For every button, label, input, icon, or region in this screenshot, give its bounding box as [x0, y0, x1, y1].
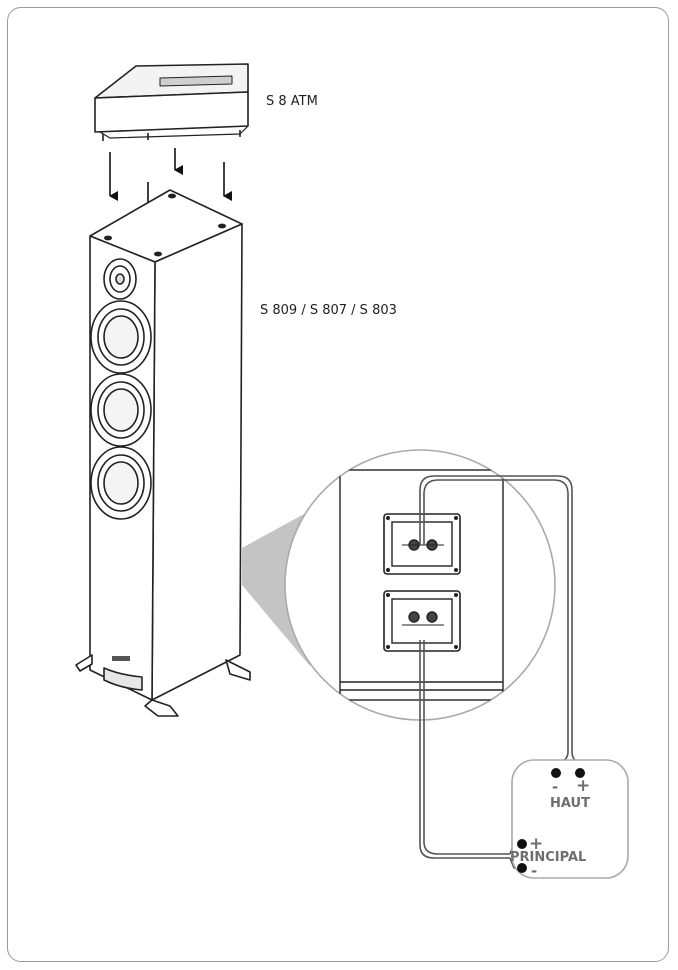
upper-terminal-plate [383, 513, 461, 575]
tower-feet [75, 654, 251, 717]
lower-terminal-plate [383, 590, 461, 652]
amplifier-box [511, 759, 629, 879]
haut-neg-sign: - [552, 778, 559, 796]
atmos-model-label: S 8 ATM [266, 94, 318, 109]
tower-models-label: S 809 / S 807 / S 803 [260, 303, 397, 318]
principal-output-label: PRINCIPAL [510, 850, 587, 865]
haut-pos-sign: + [576, 776, 591, 796]
diagram-frame [7, 7, 669, 962]
zoom-detail [284, 449, 556, 721]
haut-output-label: HAUT [550, 796, 590, 811]
principal-pos-sign: + [529, 834, 544, 854]
tower-speaker [89, 189, 243, 701]
principal-neg-sign: - [531, 862, 538, 880]
atmos-module [94, 63, 249, 141]
